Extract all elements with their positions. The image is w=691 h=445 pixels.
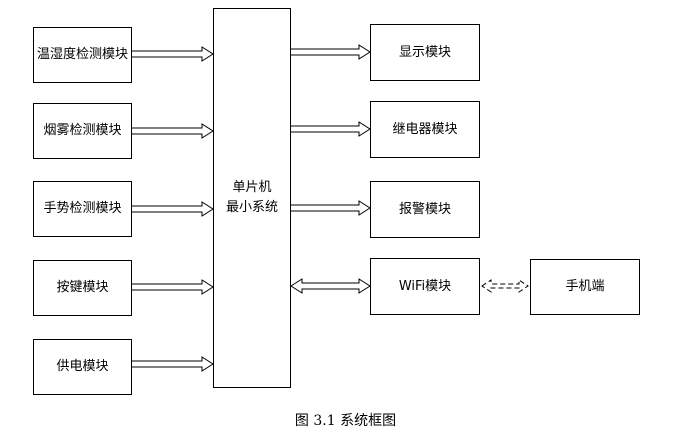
module-temp-humidity: 温湿度检测模块 [33,27,132,83]
module-display: 显示模块 [370,24,480,81]
module-wifi: WiFi模块 [370,258,480,315]
mcu-min-system: 单片机 最小系统 [213,8,291,388]
arrow-smoke-to-mcu [132,123,214,139]
arrow-keys-to-mcu [132,279,214,295]
arrow-mcu-wifi-bidirectional [290,278,371,294]
figure-caption: 图 3.1 系统框图 [294,413,397,429]
phone-terminal: 手机端 [530,259,640,315]
arrow-temp-humidity-to-mcu [132,46,214,62]
mcu-label-line2: 最小系统 [225,200,278,215]
arrow-mcu-to-relay [291,121,371,137]
arrow-power-to-mcu [132,356,214,372]
module-relay: 继电器模块 [370,101,480,158]
arrow-gesture-to-mcu [132,201,214,217]
module-keys: 按键模块 [33,260,132,316]
module-gesture: 手势检测模块 [33,181,132,237]
mcu-label-line1: 单片机 [232,180,272,195]
module-smoke: 烟雾检测模块 [33,103,132,159]
arrow-mcu-to-display [291,44,371,60]
arrow-mcu-to-alarm [291,200,371,216]
arrow-wifi-phone-wireless [481,279,529,293]
module-power: 供电模块 [33,339,132,395]
module-alarm: 报警模块 [370,181,480,238]
